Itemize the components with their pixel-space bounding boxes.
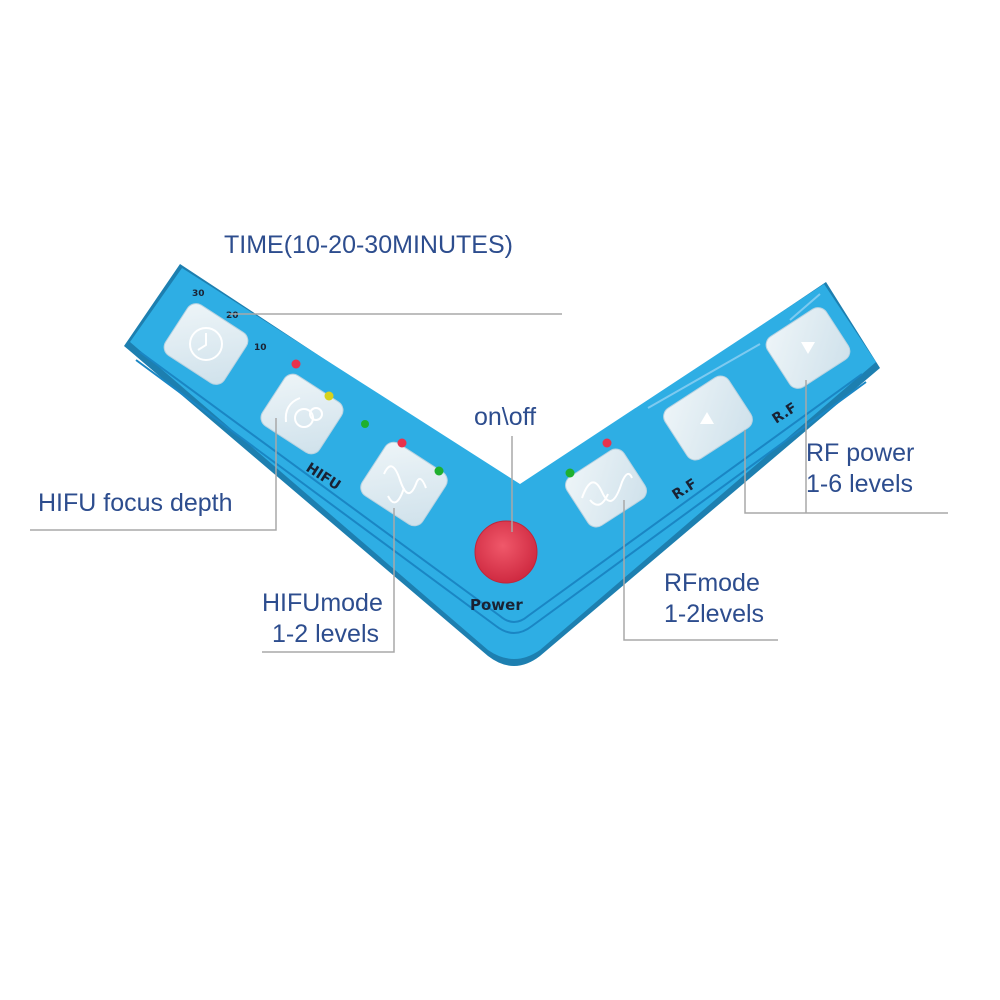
led-red: [397, 438, 407, 448]
callout-hifu-mode-line1: HIFUmode: [262, 589, 383, 617]
triangle-down-icon: [801, 342, 815, 354]
wave-icon: [581, 472, 633, 506]
callout-rf-mode: RFmode 1-2levels: [664, 568, 764, 630]
callout-hifu-mode-line2: 1-2 levels: [272, 620, 379, 648]
rf-power-up-button[interactable]: [660, 372, 756, 464]
leader-rf-mode: [623, 500, 778, 641]
hifu-focus-depth-button[interactable]: [257, 370, 347, 457]
scale-30: 30: [192, 289, 205, 299]
rf-power-down-button[interactable]: [762, 304, 853, 392]
leader-rf-power: [744, 430, 948, 514]
led-red: [602, 438, 612, 448]
callout-time: TIME(10-20-30MINUTES): [224, 231, 513, 259]
leader-lines: [30, 313, 948, 653]
callout-hifu-mode: HIFUmode 1-2 levels: [262, 588, 383, 650]
indicator-leds: [291, 359, 612, 478]
clock-icon: [189, 327, 223, 361]
led-yellow: [324, 391, 334, 401]
callout-hifu-focus-depth: HIFU focus depth: [38, 489, 233, 517]
scale-20: 20: [226, 311, 239, 321]
rf-mode-button[interactable]: [562, 445, 651, 531]
membrane-panel: [124, 264, 880, 666]
leader-hifu-mode: [262, 508, 395, 653]
led-green: [434, 466, 444, 476]
callout-on-off: on\off: [474, 403, 537, 431]
callout-rf-power-line1: RF power: [806, 439, 915, 467]
power-panel-label: Power: [470, 596, 523, 614]
focus-depth-icon: [284, 397, 323, 428]
wave-icon: [383, 465, 427, 504]
led-green: [361, 420, 369, 428]
timer-button[interactable]: [160, 300, 251, 388]
led-green: [565, 468, 575, 478]
hifu-mode-button[interactable]: [357, 438, 451, 529]
triangle-up-icon: [700, 412, 714, 424]
time-scale: 30 20 10: [192, 289, 267, 353]
power-button[interactable]: [474, 520, 538, 584]
callout-rf-power: RF power 1-6 levels: [806, 438, 914, 500]
callout-rf-mode-line2: 1-2levels: [664, 600, 765, 628]
leader-hifu-focus: [30, 418, 277, 531]
callout-rf-mode-line1: RFmode: [664, 569, 760, 597]
callout-rf-power-line2: 1-6 levels: [806, 470, 913, 498]
scale-10: 10: [254, 343, 267, 353]
led-red: [291, 359, 301, 369]
